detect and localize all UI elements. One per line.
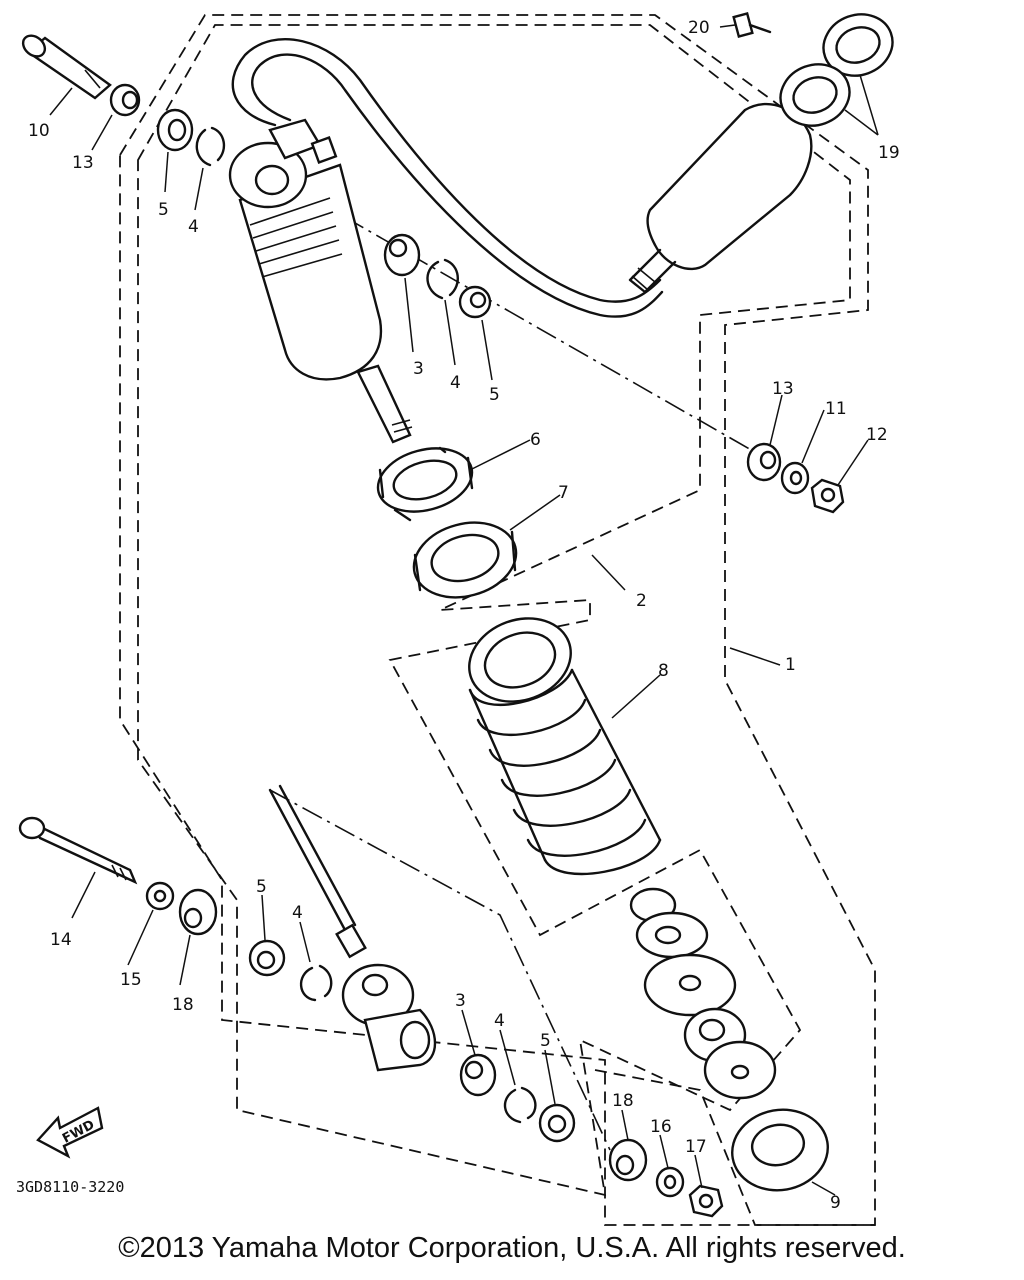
callout-11: 11: [825, 399, 847, 419]
nut-17: [688, 1184, 724, 1218]
reservoir-band-19: [779, 13, 894, 127]
bump-rubber-9: [731, 1108, 829, 1192]
callout-12: 12: [866, 425, 888, 445]
callout-17: 17: [685, 1137, 707, 1157]
coil-spring-8: [468, 617, 662, 876]
circlip-4-upper-right: [426, 258, 459, 300]
leader-lines: [49, 24, 879, 1196]
reservoir-hose-inner: [251, 53, 664, 318]
callout-3-upper: 3: [413, 359, 424, 379]
shock-absorber-body: [228, 118, 413, 444]
callout-1: 1: [785, 655, 796, 675]
callout-20: 20: [688, 18, 710, 38]
circlip-4-upper-left: [195, 126, 226, 167]
diagram-code: 3GD8110-3220: [16, 1178, 124, 1196]
assembly-boundary-1: [119, 14, 876, 1226]
screw-20: [732, 12, 772, 38]
washer-15: [145, 881, 175, 911]
callout-5-upper-left: 5: [158, 200, 169, 220]
callout-5-lower-left: 5: [256, 877, 267, 897]
reservoir-body: [628, 102, 813, 294]
adjuster-nut-6: [376, 446, 474, 522]
lower-spring-seat-stack: [629, 887, 777, 1100]
collar-18-right: [608, 1138, 648, 1182]
copyright-notice: ©2013 Yamaha Motor Corporation, U.S.A. A…: [118, 1232, 906, 1264]
bearing-5-lower-left: [248, 939, 286, 977]
callout-10: 10: [28, 121, 50, 141]
callout-8: 8: [658, 661, 669, 681]
callout-16: 16: [650, 1117, 672, 1137]
lock-nut-7: [412, 521, 518, 599]
assembly-boundary-2: [137, 24, 851, 1197]
upper-bolt-10: [21, 34, 112, 100]
callout-18-left: 18: [172, 995, 194, 1015]
reservoir-hose: [231, 38, 662, 303]
callout-7: 7: [558, 483, 569, 503]
axis-line-bottom: [269, 789, 611, 1151]
collar-18-left: [178, 888, 218, 936]
collar-13-upper: [109, 83, 141, 117]
collar-13-right: [746, 442, 782, 482]
callout-6: 6: [530, 430, 541, 450]
callout-15: 15: [120, 970, 142, 990]
bearing-5-upper-left: [156, 108, 194, 152]
callout-5-upper-right: 5: [489, 385, 500, 405]
lower-bolt-14: [18, 816, 138, 885]
callout-4-upper-left: 4: [188, 217, 199, 237]
circlip-4-lower-left: [299, 964, 333, 1002]
circlip-4-lower-right: [503, 1086, 537, 1124]
callout-4-lower-left: 4: [292, 903, 303, 923]
assembly-boundary-9: [594, 1069, 875, 1226]
callout-18-right: 18: [612, 1091, 634, 1111]
callout-19: 19: [878, 143, 900, 163]
callout-5-lower-right: 5: [540, 1031, 551, 1051]
nut-12: [810, 478, 845, 514]
bearing-5-lower-right: [538, 1103, 576, 1143]
collar-3-lower: [459, 1053, 497, 1097]
callout-9: 9: [830, 1193, 841, 1213]
fwd-arrow: FWD: [36, 1106, 104, 1159]
washer-16: [655, 1166, 685, 1198]
callout-2: 2: [636, 591, 647, 611]
collar-3-upper: [383, 233, 421, 277]
bearing-5-upper-right: [458, 285, 492, 319]
callout-3-lower: 3: [455, 991, 466, 1011]
callout-4-upper-right: 4: [450, 373, 461, 393]
axis-line-top: [279, 179, 761, 456]
washer-11: [780, 461, 810, 495]
callout-4-lower-right: 4: [494, 1011, 505, 1031]
callout-13-right: 13: [772, 379, 794, 399]
callout-14: 14: [50, 930, 72, 950]
callout-13-upper: 13: [72, 153, 94, 173]
lower-clevis: [268, 784, 437, 1072]
